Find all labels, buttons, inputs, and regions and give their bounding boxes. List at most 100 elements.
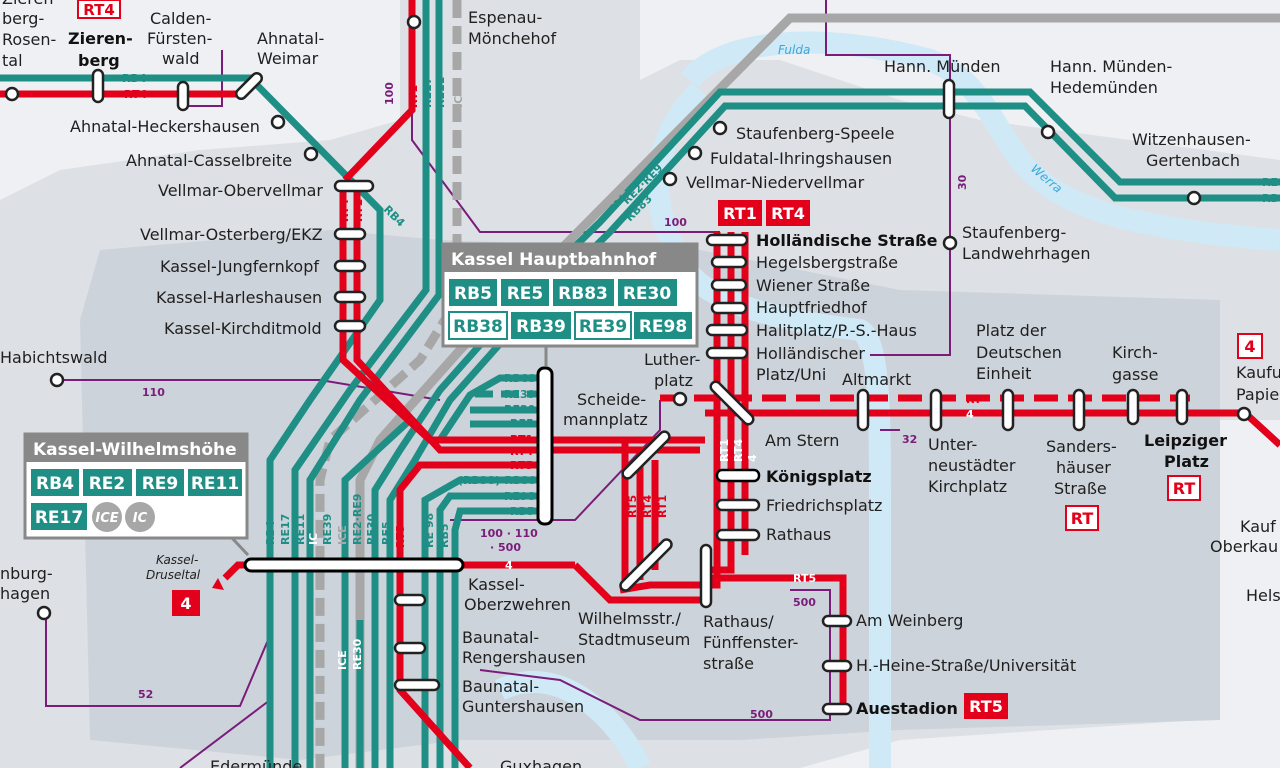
stop-scheidemannplatz[interactable] <box>621 430 672 481</box>
chip-rb5[interactable] <box>449 279 497 306</box>
chip-re98[interactable] <box>634 312 692 339</box>
label-rt5-loop: RT5 <box>626 495 639 518</box>
label-re39-v: RE39 <box>321 514 334 545</box>
stop-sanders[interactable] <box>1072 388 1086 432</box>
stop-burghagen[interactable] <box>36 605 52 621</box>
label-re17-v: RE17 <box>279 514 292 545</box>
stop-koenigsplatz[interactable] <box>715 468 761 483</box>
stop-calden[interactable] <box>176 80 190 112</box>
stop-guntershausen[interactable] <box>393 678 441 692</box>
badge-rt4-top[interactable]: RT4 <box>77 0 121 19</box>
bus-label-100-110: 100 · 110 <box>480 527 538 540</box>
chip-rb4[interactable] <box>31 469 79 496</box>
stop-rengershausen[interactable] <box>393 641 427 655</box>
stop-espenau[interactable] <box>406 14 422 30</box>
station-altmarkt: Altmarkt <box>842 370 911 389</box>
badge-rt-sanders[interactable]: RT <box>1065 505 1099 531</box>
stop-hollplatz[interactable] <box>705 346 749 360</box>
stop-hann-muenden[interactable] <box>942 78 956 120</box>
stop-dot-west[interactable] <box>4 86 20 102</box>
stop-rathaus[interactable] <box>715 528 761 542</box>
hub-wilhelmshoehe[interactable]: Kassel-Wilhelmshöhe RB4 RE2 RE9 RE11 RE1… <box>23 432 250 557</box>
stop-oberzwehren[interactable] <box>393 593 427 607</box>
badge-4-druseltal[interactable]: 4 <box>172 590 200 616</box>
stop-pdde[interactable] <box>1001 388 1015 432</box>
stop-am-stern[interactable] <box>709 380 756 427</box>
badge-rt4-hs[interactable]: RT4 <box>766 200 810 226</box>
station-vellmar-obervellmar: Vellmar-Obervellmar <box>158 181 323 200</box>
stop-altmarkt[interactable] <box>856 388 870 432</box>
chip-rb83[interactable] <box>553 279 614 306</box>
hub-hauptbahnhof[interactable]: Kassel Hauptbahnhof RB5 RE5 RB83 RE30 RB… <box>441 242 699 366</box>
stop-vellmar-nieder[interactable] <box>662 171 678 187</box>
station-staufen-land-2: Landwehrhagen <box>962 244 1090 263</box>
stop-witzenhausen[interactable] <box>1186 190 1202 206</box>
stop-hauptfriedhof[interactable] <box>710 301 748 315</box>
stop-kirchgasse[interactable] <box>1126 388 1140 426</box>
station-kauf-ober-2: Oberkau <box>1210 537 1278 556</box>
badge-rt5-aue[interactable]: RT5 <box>964 693 1008 719</box>
chip-ic-text: IC <box>133 511 148 526</box>
stop-ahnatal-weimar[interactable] <box>234 71 264 101</box>
label-rt1-loop: RT1 <box>656 495 669 518</box>
station-unter-3: Kirchplatz <box>928 477 1007 496</box>
chip-re5[interactable] <box>501 279 549 306</box>
stop-halitplatz[interactable] <box>705 323 749 337</box>
stop-rathaus-fuenffenster[interactable] <box>699 543 713 609</box>
stop-heine[interactable] <box>821 659 853 673</box>
stop-hauptbahnhof[interactable] <box>536 366 554 526</box>
station-hollaendische: Holländische Straße <box>756 231 938 250</box>
stop-hegelsberg[interactable] <box>710 255 748 269</box>
station-heine: H.-Heine-Straße/Universität <box>856 656 1076 675</box>
badge-4-right[interactable]: 4 <box>1237 333 1263 359</box>
stop-unterneustaedter[interactable] <box>929 388 943 432</box>
stop-ahnatal-casselbreite[interactable] <box>303 146 319 162</box>
stop-auestadion[interactable] <box>821 702 853 716</box>
badge-4-right-box <box>1237 333 1263 359</box>
badge-rt1-hs[interactable]: RT1 <box>718 200 762 226</box>
chip-re17[interactable] <box>31 503 87 530</box>
stop-kaufungen[interactable] <box>1236 406 1252 422</box>
label-rt4-h: RT4 <box>510 445 533 458</box>
stop-wilhelmshoehe[interactable] <box>243 557 465 573</box>
stop-vellmar-obervellmar[interactable] <box>333 179 375 193</box>
chip-rb38[interactable] <box>448 311 508 340</box>
chip-re30[interactable] <box>618 279 677 306</box>
stop-leipziger[interactable] <box>1175 388 1189 426</box>
station-zierenberg-2: berg <box>78 51 120 70</box>
stop-harleshausen[interactable] <box>333 290 367 304</box>
stop-wiener[interactable] <box>710 278 748 292</box>
stop-habichtswald[interactable] <box>49 372 65 388</box>
stop-friedrichsplatz[interactable] <box>715 498 761 512</box>
stop-kirchditmold[interactable] <box>333 319 367 333</box>
chip-rb39[interactable] <box>511 312 571 339</box>
label-re98-v: RE 98 <box>423 513 436 548</box>
stop-zierenberg[interactable] <box>91 68 105 104</box>
badge-rt-leipziger[interactable]: RT <box>1167 475 1201 501</box>
label-4-hs: 4 <box>746 454 759 462</box>
stop-vellmar-ekz[interactable] <box>333 227 367 241</box>
label-rt4-hs: RT4 <box>732 439 745 462</box>
stop-hollaendische[interactable] <box>705 233 749 247</box>
label-rt5-h: RT5 <box>510 459 533 472</box>
stop-staufenberg-landwehrhagen[interactable] <box>942 235 958 251</box>
stop-am-weinberg[interactable] <box>821 614 853 628</box>
badge-4-right-text: 4 <box>1244 337 1255 356</box>
chip-ice[interactable] <box>92 502 122 532</box>
chip-ic[interactable] <box>125 502 155 532</box>
stop-jungfernkopf[interactable] <box>333 259 367 273</box>
stop-wilhelmsstr[interactable] <box>618 537 673 592</box>
chip-re11-text: RE11 <box>191 474 239 494</box>
stop-hann-hedemuenden[interactable] <box>1040 124 1056 140</box>
station-sanders-2: häuser <box>1056 458 1111 477</box>
stop-fuldatal[interactable] <box>687 145 703 161</box>
chip-re11[interactable] <box>188 469 242 496</box>
stop-ahnatal-heckershausen[interactable] <box>270 114 286 130</box>
chip-re9[interactable] <box>136 469 184 496</box>
label-re98-h: RE98 <box>504 490 535 503</box>
chip-re2[interactable] <box>83 469 132 496</box>
stop-lutherplatz[interactable] <box>672 391 688 407</box>
bus-label-32: 32 <box>902 433 917 446</box>
chip-re39[interactable] <box>574 311 632 340</box>
stop-staufenberg-speele[interactable] <box>712 120 728 136</box>
